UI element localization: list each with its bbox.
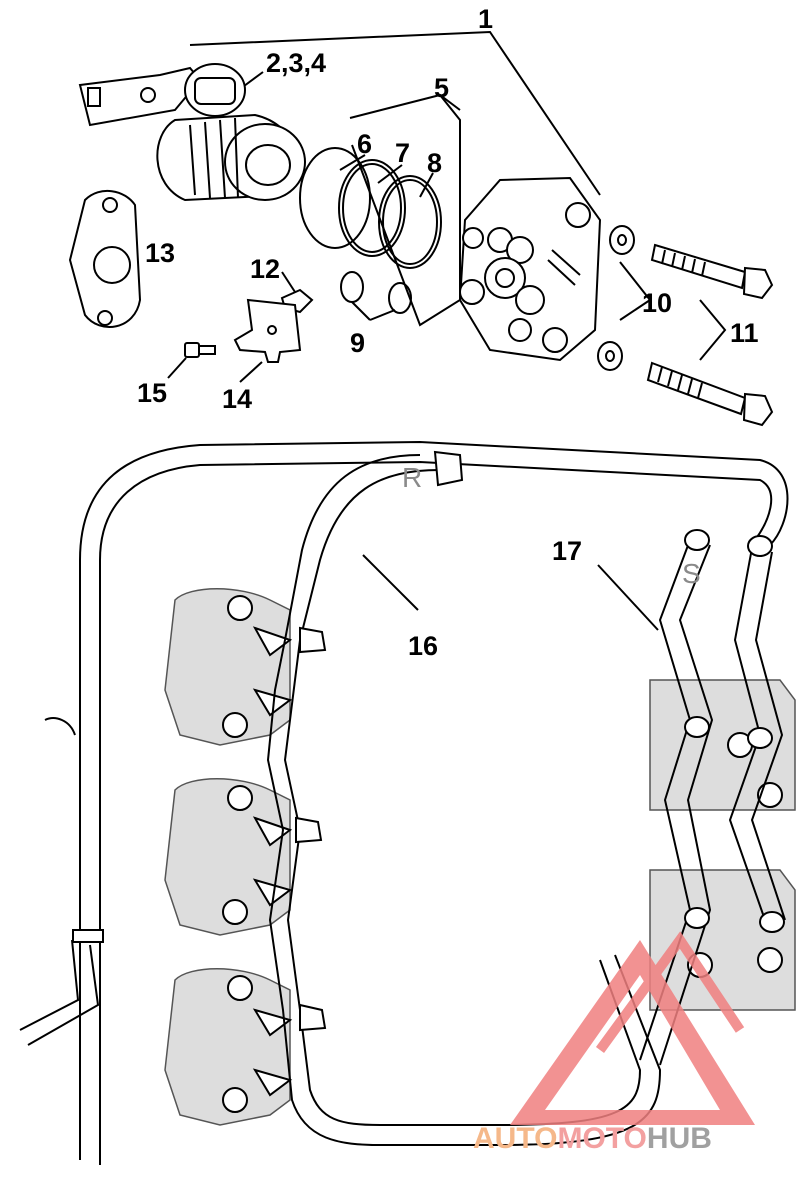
callout-5: 5 (434, 73, 449, 103)
right-cylinder-heads (649, 679, 796, 1011)
callout-17: 17 (552, 536, 582, 566)
callout-2-3-4: 2,3,4 (266, 48, 326, 78)
sensor-housing-assembly (78, 63, 306, 202)
callout-8: 8 (427, 148, 442, 178)
drain-pipe (19, 717, 104, 1046)
leader-lines (167, 30, 727, 631)
callout-15: 15 (137, 378, 167, 408)
hose-letter-r: R (402, 462, 422, 493)
callout-13: 13 (145, 238, 175, 268)
callout-14: 14 (222, 384, 252, 414)
small-seals (340, 271, 412, 314)
callout-12: 12 (250, 254, 280, 284)
callout-7: 7 (395, 138, 410, 168)
callout-9: 9 (350, 328, 365, 358)
mounting-bracket (233, 298, 302, 363)
hose-supply (639, 529, 786, 1066)
watermark-text: AUTOMOTOHUB (473, 1122, 712, 1155)
left-cylinder-heads (164, 588, 293, 1126)
hose-letter-s: S (682, 558, 701, 589)
o-rings (299, 147, 442, 269)
callout-11: 11 (730, 318, 759, 348)
callout-10: 10 (642, 288, 672, 318)
bolts (646, 243, 774, 427)
pump-cover (458, 176, 602, 362)
washers (597, 225, 635, 371)
screw (184, 342, 216, 358)
callout-16: 16 (408, 631, 438, 661)
callout-1: 1 (478, 4, 493, 34)
gasket (68, 189, 142, 328)
watermark-logo (510, 931, 755, 1125)
callout-6: 6 (357, 129, 372, 159)
